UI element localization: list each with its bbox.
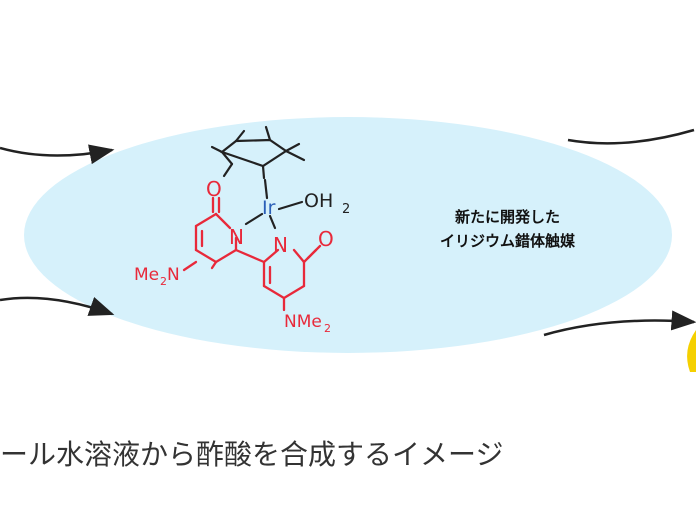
pyridone-left xyxy=(182,196,266,272)
cp-star-ligand xyxy=(210,125,306,180)
iridium-label: Ir xyxy=(262,197,276,219)
arrow-in-top xyxy=(0,144,115,165)
catalyst-name-line1: 新たに開発した xyxy=(454,208,560,226)
arrow-out-top xyxy=(567,128,695,145)
arrow-out-bottom xyxy=(543,310,696,337)
amine-left-sub: 2 xyxy=(160,275,167,288)
amine-right-nme: NMe xyxy=(284,312,322,332)
amine-right-sub: 2 xyxy=(324,322,331,335)
nitrogen-left: N xyxy=(229,225,244,249)
yellow-shape-edge xyxy=(687,330,696,372)
oxygen-left: O xyxy=(206,177,222,201)
oxygen-right: O xyxy=(318,227,334,251)
arrow-in-bottom xyxy=(0,296,115,316)
amine-left-me: Me xyxy=(134,265,159,285)
catalyst-name: 新たに開発した イリジウム錯体触媒 xyxy=(400,205,615,253)
figure-caption: ール水溶液から酢酸を合成するイメージ xyxy=(0,438,504,471)
water-subscript: 2 xyxy=(342,202,350,217)
catalyst-name-line2: イリジウム錯体触媒 xyxy=(439,232,575,250)
metal-bonds xyxy=(244,178,304,230)
nitrogen-right: N xyxy=(273,233,288,257)
water-label: OH xyxy=(304,190,333,212)
pyridone-right xyxy=(262,244,322,312)
catalyst-ellipse xyxy=(24,117,672,353)
amine-left-n: N xyxy=(167,265,180,285)
